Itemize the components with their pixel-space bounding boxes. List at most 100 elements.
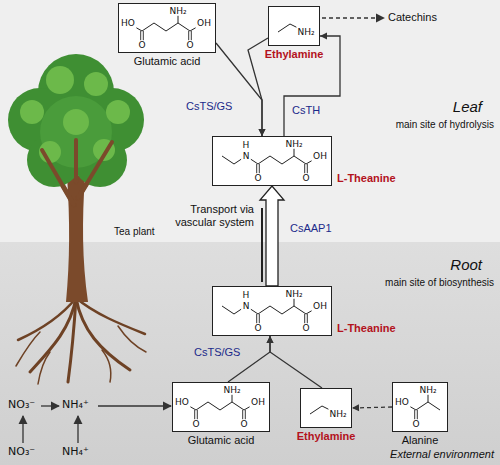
double-bond <box>194 410 195 419</box>
atom-label: NH₂ <box>169 7 186 16</box>
single-bond <box>251 309 258 314</box>
single-bond <box>306 161 312 164</box>
enzyme-label: CsTS/GS <box>194 346 240 359</box>
single-bond <box>310 406 322 414</box>
structure-bonds <box>213 137 331 185</box>
annotation-text: NO₃⁻ <box>8 399 35 412</box>
compound-name: L-Theanine <box>337 172 396 185</box>
reaction-line <box>270 336 322 388</box>
reaction-line <box>216 43 262 136</box>
single-bond <box>258 306 270 314</box>
annotation-text: Transport via vascular system <box>160 203 254 228</box>
annotation-text: External environment <box>390 448 494 461</box>
connector <box>267 336 323 388</box>
annotation-text: main site of hydrolysis <box>396 119 494 131</box>
double-bond <box>188 31 189 40</box>
single-bond <box>178 23 190 31</box>
atom-label: NH₂ <box>285 290 302 299</box>
annotation-text: NH₄⁺ <box>62 399 89 412</box>
compound-name: Ethylamine <box>265 48 324 61</box>
arrowhead <box>267 336 274 343</box>
double-bond <box>414 410 415 419</box>
tea-plant-canopy <box>8 54 144 205</box>
atom-label: NH₂ <box>419 386 436 395</box>
arrowhead <box>267 336 274 343</box>
nitrogen-uptake-arrows <box>23 406 171 443</box>
atom-label: O <box>240 420 247 429</box>
atom-label: O <box>186 41 193 50</box>
single-bond <box>416 402 428 410</box>
single-bond <box>222 306 234 314</box>
single-bond <box>154 23 166 31</box>
atom-label: O <box>192 420 199 429</box>
tea-plant-roots <box>16 298 146 384</box>
molecule-box: Glutamic acidHOONH₂OOH <box>118 3 216 53</box>
enzyme-label: CsTS/GS <box>186 100 232 113</box>
single-bond <box>294 299 295 306</box>
arrowhead <box>259 129 266 136</box>
structure-bonds <box>269 7 319 45</box>
connector <box>228 336 274 382</box>
atom-label: HO <box>395 398 409 407</box>
structure-bonds <box>119 4 215 52</box>
single-bond <box>294 149 295 156</box>
atom-label: OH <box>313 302 327 311</box>
compound-name: Alanine <box>402 434 439 447</box>
compound-name: L-Theanine <box>337 322 396 335</box>
atom-label: H <box>243 141 250 150</box>
double-bond <box>417 410 418 419</box>
annotation-text: CsAAP1 <box>290 222 332 235</box>
double-bond <box>259 314 260 323</box>
connector <box>216 43 266 136</box>
annotation-text: main site of biosynthesis <box>385 277 494 289</box>
catechin-arrow <box>322 17 384 18</box>
single-bond <box>208 402 220 410</box>
enzyme-label: CsTH <box>292 104 320 117</box>
annotation-text: Leaf <box>453 98 482 115</box>
single-bond <box>428 402 440 410</box>
structure-bonds <box>173 383 269 431</box>
single-bond <box>294 156 306 164</box>
single-bond <box>196 402 208 410</box>
single-bond <box>306 311 312 314</box>
atom-label: OH <box>251 398 265 407</box>
single-bond <box>190 28 196 31</box>
structure-bonds <box>213 287 331 335</box>
atom-label: O <box>302 174 309 183</box>
annotation-text: NH₄⁺ <box>62 446 89 459</box>
transport-arrow <box>260 186 284 286</box>
single-bond <box>270 156 282 164</box>
arrowhead <box>352 404 359 411</box>
reaction-line <box>228 336 270 382</box>
single-bond <box>234 159 241 164</box>
annotation-text: Tea plant <box>114 226 155 238</box>
double-bond <box>304 164 305 173</box>
single-bond <box>278 24 290 32</box>
double-bond <box>256 164 257 173</box>
atom-label: OH <box>197 19 211 28</box>
compound-name: Ethylamine <box>297 430 356 443</box>
single-bond <box>232 395 233 402</box>
atom-label: OH <box>313 152 327 161</box>
single-bond <box>234 309 241 314</box>
atom-label: O <box>254 174 261 183</box>
atom-label: O <box>254 324 261 333</box>
double-bond <box>242 410 243 419</box>
arrowhead <box>320 33 327 40</box>
atom-label: N <box>243 152 250 161</box>
single-bond <box>142 23 154 31</box>
single-bond <box>190 407 196 410</box>
double-bond <box>307 314 308 323</box>
single-bond <box>178 16 179 23</box>
atom-label: HO <box>175 398 189 407</box>
double-bond <box>191 31 192 40</box>
single-bond <box>244 407 250 410</box>
molecule-box: Glutamic acidHOONH₂OOH <box>172 382 270 432</box>
structure-bonds <box>301 389 351 427</box>
double-bond <box>304 314 305 323</box>
double-bond <box>197 410 198 419</box>
atom-label: HO <box>121 19 135 28</box>
annotation-text: NO₃⁻ <box>8 446 35 459</box>
double-bond <box>143 31 144 40</box>
molecule-box: L-TheanineNHONH₂OOH <box>212 136 332 186</box>
